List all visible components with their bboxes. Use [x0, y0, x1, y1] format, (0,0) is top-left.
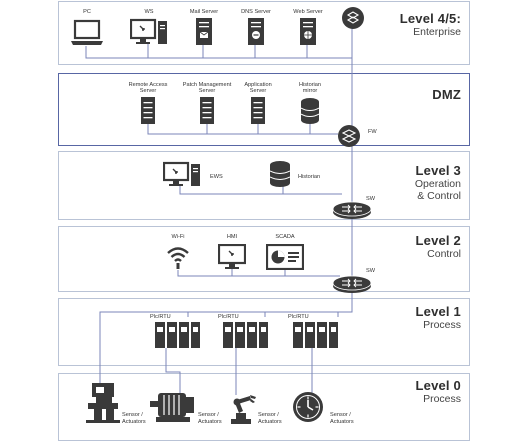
sensor-3-label: Sensor / — [258, 412, 279, 418]
ews-icon — [163, 161, 200, 186]
hmi-icon — [218, 244, 246, 269]
level0-subtitle: Process — [423, 393, 461, 405]
dns-server-icon — [248, 18, 264, 45]
fw-label: FW — [368, 129, 377, 135]
plc-rack-3-icon — [293, 322, 338, 348]
actuators-1-label: Actuators — [122, 419, 146, 425]
zone-level0: Level 0 Process — [58, 373, 470, 441]
workstation-icon — [130, 18, 167, 44]
zone-level3: Level 3 Operation & Control — [58, 151, 470, 220]
scada-icon — [266, 244, 304, 270]
web-server-icon — [300, 18, 316, 45]
level3-switch-icon — [332, 201, 372, 219]
level1-subtitle: Process — [423, 319, 461, 331]
plc2-label: Plc/RTU — [218, 314, 239, 320]
level3-title: Level 3 — [415, 163, 461, 178]
level3-subtitle-2: & Control — [417, 190, 461, 202]
zone-level2-title: Level 2 Control — [416, 233, 462, 260]
wifi-label: Wi-Fi — [171, 234, 185, 240]
level2-title: Level 2 — [415, 233, 461, 248]
sensor-2-label: Sensor / — [198, 412, 219, 418]
sensor-1-label: Sensor / — [122, 412, 143, 418]
remote-access-label-2: Server — [139, 88, 157, 94]
historian-mirror-label-1: Historian — [298, 82, 322, 88]
pc-label: PC — [83, 9, 91, 15]
wifi-icon — [167, 247, 189, 269]
sensor-4-label: Sensor / — [330, 412, 351, 418]
patch-management-label-2: Server — [198, 88, 216, 94]
actuators-4-label: Actuators — [330, 419, 354, 425]
remote-access-server-icon — [141, 97, 155, 124]
plc-rack-1-icon — [155, 322, 200, 348]
firewall-icon — [338, 125, 360, 147]
scada-label: SCADA — [275, 234, 295, 240]
historian-label: Historian — [298, 174, 321, 180]
gauge-icon — [293, 392, 323, 422]
ws-label: WS — [144, 9, 154, 15]
zone-level2: Level 2 Control — [58, 226, 470, 292]
patch-management-label-1: Patch Management — [182, 82, 232, 88]
machine-tool-icon — [86, 383, 120, 423]
zone-level1-title: Level 1 Process — [416, 304, 462, 331]
plc1-label: Plc/RTU — [150, 314, 171, 320]
level3-sw-label: SW — [366, 196, 376, 202]
application-server-label-2: Server — [249, 88, 267, 94]
level2-subtitle: Control — [427, 248, 461, 260]
zone-enterprise: Level 4/5: Enterprise — [58, 1, 470, 65]
zone-level3-title: Level 3 Operation & Control — [415, 163, 461, 202]
dns-server-label: DNS Server — [241, 9, 271, 15]
level1-title: Level 1 — [415, 304, 461, 319]
enterprise-title: Level 4/5: — [399, 11, 461, 26]
level2-switch-icon — [332, 275, 372, 293]
plc-rack-2-icon — [223, 322, 268, 348]
historian-mirror-label-2: mirror — [302, 88, 318, 94]
robot-arm-icon — [231, 395, 256, 424]
application-server-icon — [251, 97, 265, 124]
application-server-label-1: Application — [244, 82, 272, 88]
remote-access-label-1: Remote Access — [128, 82, 168, 88]
hmi-label: HMI — [226, 234, 238, 240]
enterprise-subtitle: Enterprise — [413, 26, 461, 38]
zone-dmz-title: DMZ — [432, 87, 461, 102]
zone-enterprise-title: Level 4/5: Enterprise — [400, 11, 461, 38]
mail-server-label: Mail Server — [189, 9, 219, 15]
database-icon — [301, 98, 319, 124]
enterprise-router-icon — [342, 7, 364, 29]
mail-server-icon — [196, 18, 212, 45]
level2-sw-label: SW — [366, 268, 376, 274]
web-server-label: Web Server — [293, 9, 323, 15]
laptop-icon — [71, 19, 103, 45]
ews-label: EWS — [210, 174, 223, 180]
dmz-title: DMZ — [432, 87, 461, 102]
level3-subtitle-1: Operation — [414, 178, 461, 190]
zone-level0-title: Level 0 Process — [416, 378, 462, 405]
plc3-label: Plc/RTU — [288, 314, 309, 320]
motor-icon — [150, 393, 194, 422]
patch-management-server-icon — [200, 97, 214, 124]
historian-icon — [270, 161, 290, 187]
actuators-3-label: Actuators — [258, 419, 282, 425]
actuators-2-label: Actuators — [198, 419, 222, 425]
level0-title: Level 0 — [415, 378, 461, 393]
